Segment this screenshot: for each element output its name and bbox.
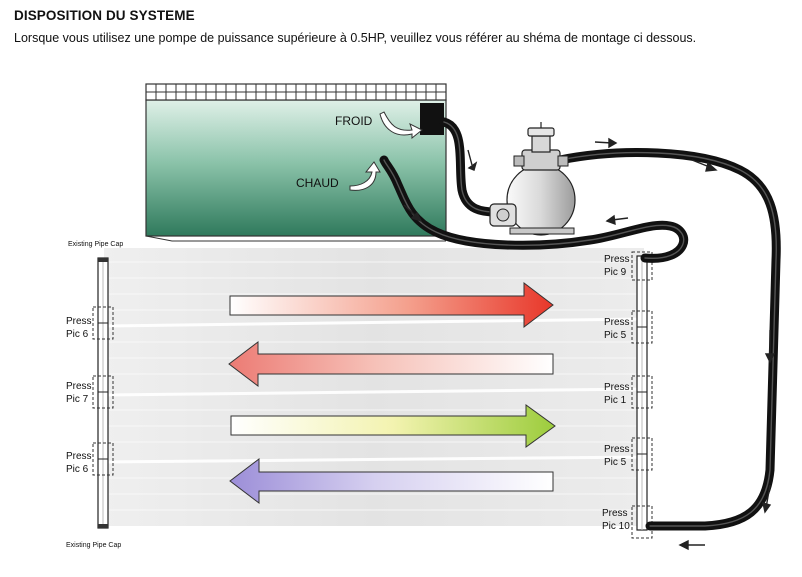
right-connector-1-line1: Press [604, 254, 630, 265]
pump-filter [489, 122, 576, 236]
top-pipe-cap-label: Existing Pipe Cap [68, 241, 123, 248]
cold-label: FROID [335, 114, 373, 128]
flow-arrow-left-salmon [228, 340, 554, 388]
left-manifold-labels: Existing Pipe Cap Existing Pipe Cap Pres… [66, 241, 123, 549]
right-manifold-labels: Press Pic 9 Press Pic 5 Press Pic 1 Pres… [602, 254, 630, 532]
temperature-labels: FROID CHAUD [296, 111, 423, 191]
right-connector-4-line1: Press [604, 444, 630, 455]
left-connector-3-line1: Press [66, 451, 92, 462]
right-connector-1-line2: Pic 9 [604, 267, 627, 278]
bottom-pipe-cap-label: Existing Pipe Cap [66, 542, 121, 549]
skimmer [420, 103, 444, 135]
right-connector-3-line2: Pic 1 [604, 395, 627, 406]
left-manifold [92, 257, 114, 529]
hot-label: CHAUD [296, 176, 339, 190]
left-connector-1-line2: Pic 6 [66, 329, 89, 340]
right-connector-5-line2: Pic 10 [602, 521, 630, 532]
flow-arrows [228, 281, 556, 505]
hot-arrow-icon [349, 161, 381, 191]
right-connector-4-line2: Pic 5 [604, 457, 627, 468]
page-title: DISPOSITION DU SYSTEME [14, 8, 195, 23]
right-connector-3-line1: Press [604, 382, 630, 393]
page-subtitle: Lorsque vous utilisez une pompe de puiss… [14, 31, 697, 45]
pool [145, 83, 447, 242]
left-connector-3-line2: Pic 6 [66, 464, 89, 475]
right-connector-2-line1: Press [604, 317, 630, 328]
right-connector-2-line2: Pic 5 [604, 330, 627, 341]
right-connector-5-line1: Press [602, 508, 628, 519]
cold-arrow-icon [379, 111, 423, 140]
flow-arrow-right-green [230, 404, 556, 448]
flow-arrow-right-red [229, 281, 554, 329]
left-connector-2-line2: Pic 7 [66, 394, 89, 405]
flow-arrow-left-violet [229, 457, 554, 505]
hose-direction-arrows [403, 137, 776, 551]
left-connector-2-line1: Press [66, 381, 92, 392]
left-connector-1-line1: Press [66, 316, 92, 327]
